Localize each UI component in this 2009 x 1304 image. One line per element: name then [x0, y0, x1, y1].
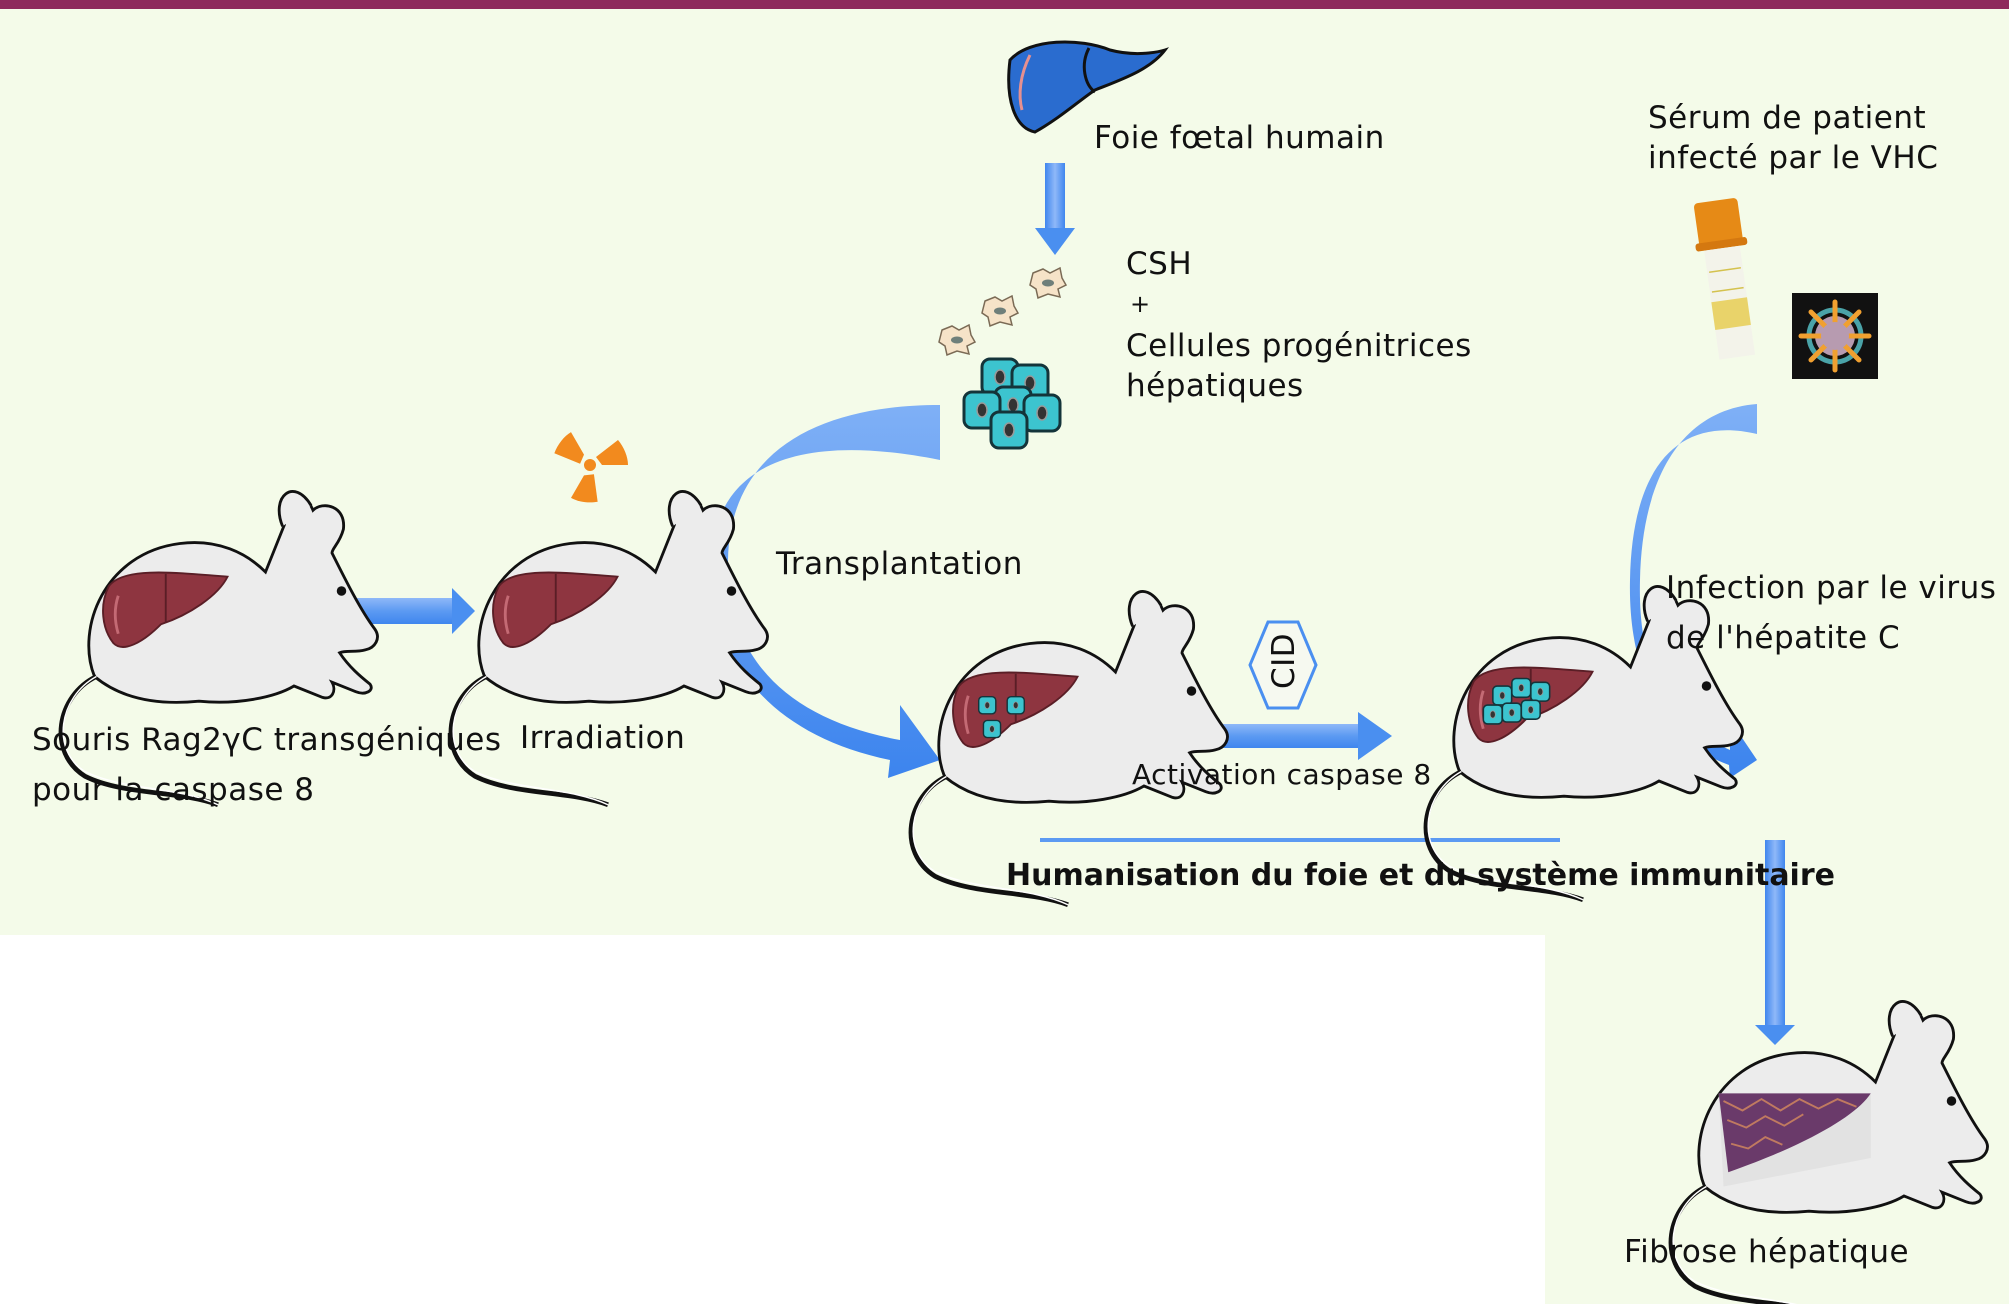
label-transplantation: Transplantation: [776, 546, 1023, 582]
arrow-down-fibrosis: [1755, 840, 1795, 1045]
label-cellules-2: hépatiques: [1126, 368, 1304, 404]
blood-tube-icon: [1693, 198, 1756, 360]
stem-cell-icon: [938, 267, 1067, 356]
label-fibrose: Fibrose hépatique: [1624, 1234, 1910, 1270]
liver-icon: [1007, 40, 1170, 134]
label-infection-1: Infection par le virus: [1666, 570, 1997, 606]
cid-hexagon: [1248, 620, 1318, 710]
cid-label: CID: [1266, 632, 1302, 689]
label-souris-2: pour la caspase 8: [32, 772, 315, 808]
humanisation-underline: [1040, 838, 1560, 842]
label-humanisation: Humanisation du foie et du système immun…: [1006, 858, 1835, 893]
label-plus: +: [1130, 290, 1151, 318]
label-serum-1: Sérum de patient: [1648, 100, 1927, 136]
hepatocyte-cluster-icon: [962, 357, 1062, 450]
arrow-down-liver: [1035, 163, 1075, 255]
label-foie-foetal: Foie fœtal humain: [1094, 120, 1385, 156]
mouse-icon: [1671, 1001, 1987, 1304]
transplantation-arrow: [711, 405, 940, 778]
label-activation: Activation caspase 8: [1132, 758, 1432, 791]
label-serum-2: infecté par le VHC: [1648, 140, 1939, 176]
label-infection-2: de l'hépatite C: [1666, 620, 1901, 656]
hcv-virus-icon: [1792, 293, 1878, 379]
label-irradiation: Irradiation: [520, 720, 686, 756]
radiation-icon: [554, 432, 628, 503]
label-csh: CSH: [1126, 246, 1193, 282]
label-cellules-1: Cellules progénitrices: [1126, 328, 1472, 364]
top-rule: [0, 0, 2009, 9]
label-souris-1: Souris Rag2γC transgéniques: [32, 722, 502, 758]
